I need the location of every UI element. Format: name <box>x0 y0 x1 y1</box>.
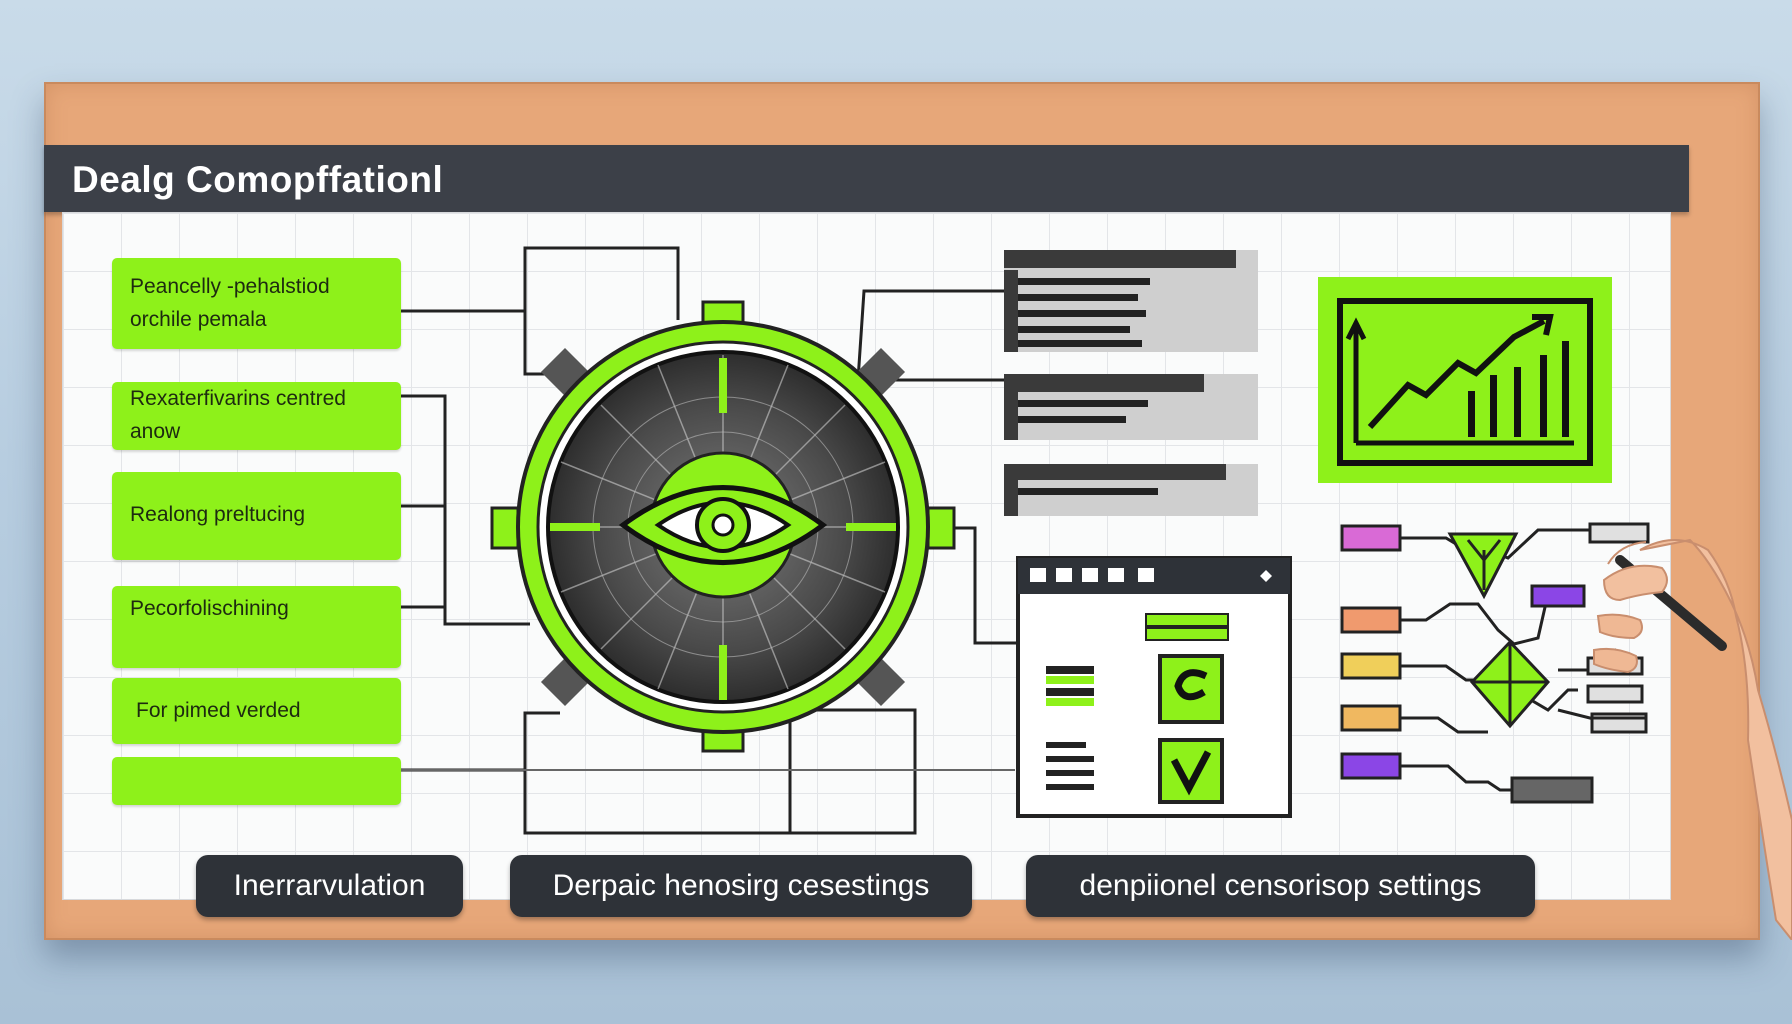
title-bar: Dealg Comopffationl <box>44 145 1689 212</box>
left-box-5[interactable]: For pimed verded <box>112 678 401 744</box>
left-box-3-line1: Realong preltucing <box>130 503 306 526</box>
checklist-window-icon <box>1016 556 1292 818</box>
left-box-4[interactable]: Pecorfolischining <box>112 586 401 668</box>
left-box-1[interactable]: Peancelly -pehalstiod orchile pemala <box>112 258 401 349</box>
left-box-1-line2: orchile pemala <box>130 308 267 331</box>
left-box-5-line1: For pimed verded <box>136 699 301 722</box>
left-box-3[interactable]: Realong preltucing <box>112 472 401 560</box>
button-denpiionel-settings-label: denpiionel censorisop settings <box>1079 869 1482 902</box>
hand-with-pen-icon <box>1593 538 1792 940</box>
trend-chart-icon <box>1318 277 1612 483</box>
button-derpaic-settings[interactable]: Derpaic henosirg cesestings <box>510 855 972 917</box>
left-box-1-line1: Peancelly -pehalstiod <box>130 275 330 298</box>
left-box-2-line1: Rexaterfivarins centred <box>130 387 346 410</box>
eye-wheel-icon <box>490 300 956 753</box>
text-block-list <box>1004 250 1258 516</box>
page-title: Dealg Comopffationl <box>72 159 444 200</box>
button-derpaic-settings-label: Derpaic henosirg cesestings <box>552 869 930 902</box>
left-box-2-line2: anow <box>130 420 181 443</box>
button-interrarvulation-label: Inerrarvulation <box>233 869 426 902</box>
button-interrarvulation[interactable]: Inerrarvulation <box>196 855 463 917</box>
left-box-2[interactable]: Rexaterfivarins centred anow <box>112 382 401 450</box>
left-box-6[interactable] <box>112 757 401 805</box>
flow-diagram-icon <box>1340 522 1650 804</box>
button-denpiionel-settings[interactable]: denpiionel censorisop settings <box>1026 855 1535 917</box>
left-box-4-line1: Pecorfolischining <box>130 597 289 620</box>
